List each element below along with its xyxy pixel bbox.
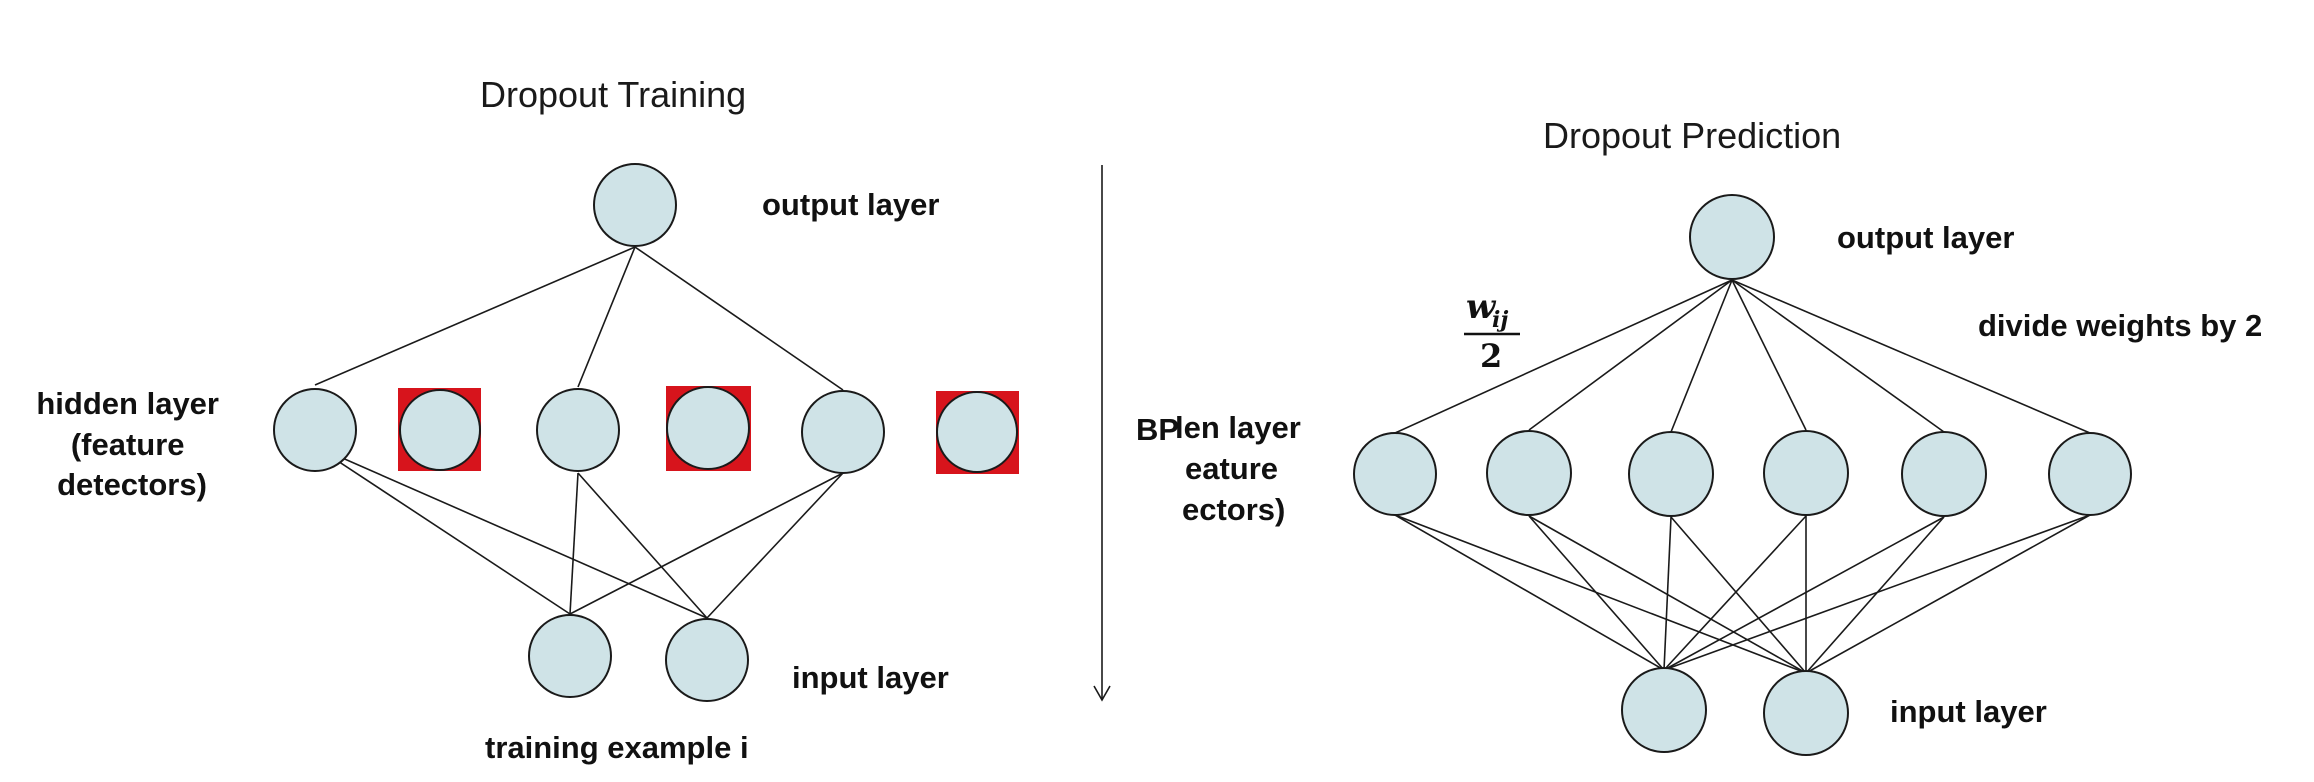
prediction-input-layer — [1621, 667, 1849, 756]
training-edges — [314, 246, 844, 619]
hidden-unit-4 — [1763, 430, 1849, 516]
prediction-output-label: output layer — [1837, 220, 2014, 255]
backprop-arrow — [1093, 165, 1111, 702]
input-unit-1 — [528, 614, 612, 698]
training-output-node — [593, 163, 677, 247]
prediction-hidden-label: len layer eature ectors) — [1175, 410, 1309, 527]
prediction-output-node — [1689, 194, 1775, 280]
hidden-unit-3 — [1628, 431, 1714, 517]
hidden-unit-6 — [2048, 432, 2132, 516]
training-input-layer — [528, 614, 749, 702]
training-output-label: output layer — [762, 187, 939, 222]
prediction-hidden-layer — [1353, 430, 2132, 517]
hidden-unit-1 — [1353, 432, 1437, 516]
prediction-title: Dropout Prediction — [1543, 115, 1841, 156]
weight-note: divide weights by 2 — [1978, 308, 2262, 343]
hidden-unit-6-dropped — [936, 391, 1018, 473]
hidden-unit-1 — [273, 388, 357, 472]
hidden-label-line-2: (feature — [71, 427, 185, 462]
hidden-unit-5 — [1901, 431, 1987, 517]
backprop-label: BP — [1136, 412, 1179, 447]
hidden-unit-2-dropped — [399, 389, 481, 471]
hidden-label-line-1: hidden layer — [36, 386, 219, 421]
hidden-unit-5 — [801, 390, 885, 474]
weight-formula: w ij 2 — [1464, 287, 1520, 375]
training-title: Dropout Training — [480, 74, 746, 115]
training-input-label: input layer — [792, 660, 949, 695]
formula-numerator: w — [1466, 287, 1497, 327]
hidden-label-line-3: detectors) — [57, 467, 207, 502]
hidden-label-line-2: eature — [1185, 451, 1278, 486]
input-unit-2 — [665, 618, 749, 702]
formula-denominator: 2 — [1480, 337, 1502, 375]
training-hidden-label: hidden layer (feature detectors) — [36, 386, 227, 502]
prediction-input-label: input layer — [1890, 694, 2047, 729]
input-unit-2 — [1763, 670, 1849, 756]
hidden-unit-4-dropped — [666, 386, 750, 470]
hidden-unit-2 — [1486, 430, 1572, 516]
prediction-edges — [1394, 279, 2091, 674]
training-hidden-layer — [273, 386, 1019, 474]
input-unit-1 — [1621, 667, 1707, 753]
training-example-label: training example i — [485, 730, 749, 765]
hidden-unit-3 — [536, 388, 620, 472]
hidden-label-line-3: ectors) — [1182, 492, 1285, 527]
hidden-label-line-1: len layer — [1175, 410, 1301, 445]
formula-subscript: ij — [1492, 307, 1508, 333]
